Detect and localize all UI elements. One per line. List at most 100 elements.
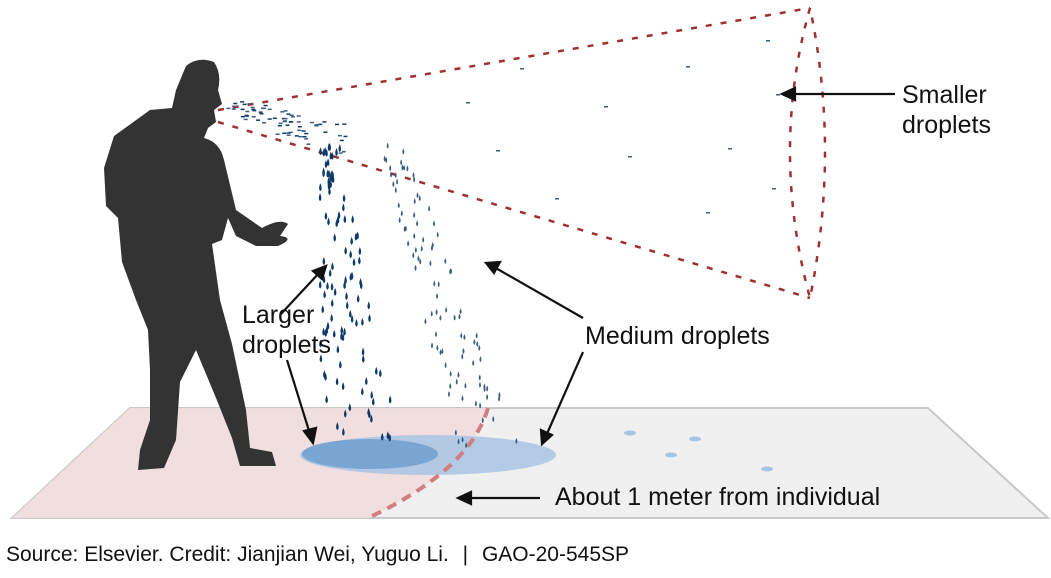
droplet	[380, 432, 384, 441]
medium-droplets-label: Medium droplets	[585, 322, 770, 350]
droplet	[478, 344, 481, 351]
droplet	[350, 236, 353, 245]
small-droplet	[302, 135, 307, 138]
small-droplet	[258, 111, 263, 113]
small-droplet	[240, 108, 245, 111]
droplet	[371, 397, 375, 406]
small-droplet	[277, 124, 282, 127]
droplet	[474, 400, 477, 407]
droplet	[331, 170, 334, 179]
droplet	[324, 372, 327, 381]
droplet	[345, 291, 348, 300]
droplet	[361, 347, 365, 356]
small-droplet	[283, 110, 288, 112]
arrowhead-icon	[455, 490, 473, 506]
droplet	[328, 268, 332, 277]
small-droplet	[285, 124, 290, 126]
droplet	[319, 354, 323, 363]
small-droplet	[240, 101, 245, 103]
droplet	[351, 215, 354, 224]
small-droplet	[251, 116, 256, 118]
distance-label: About 1 meter from individual	[555, 483, 881, 511]
small-droplet	[297, 129, 302, 132]
droplet	[397, 202, 400, 209]
droplet	[359, 281, 363, 290]
droplet	[330, 151, 334, 160]
droplet	[400, 210, 403, 217]
cone-lower-edge	[217, 120, 811, 300]
small-droplet	[286, 113, 291, 115]
droplet	[326, 281, 329, 290]
small-droplet	[240, 115, 245, 118]
droplet	[402, 148, 405, 155]
droplet	[335, 377, 339, 386]
droplet	[436, 344, 439, 351]
droplet	[327, 143, 331, 152]
small-droplet	[245, 110, 250, 113]
droplet	[476, 340, 479, 347]
droplet	[444, 257, 447, 264]
droplet	[473, 338, 476, 345]
droplet	[413, 232, 416, 239]
droplet	[434, 331, 437, 338]
droplet	[355, 318, 358, 327]
droplet	[463, 333, 466, 340]
small-droplet	[314, 124, 319, 127]
small-droplet	[772, 188, 776, 190]
small-droplet	[244, 114, 249, 117]
droplet	[515, 437, 518, 444]
droplet	[431, 342, 434, 349]
small-droplet	[278, 122, 283, 125]
droplet	[318, 193, 322, 202]
annotation-arrows	[279, 86, 895, 506]
small-droplet	[256, 119, 261, 121]
droplet	[436, 293, 439, 300]
small-droplet-pool	[624, 430, 636, 436]
small-droplet	[250, 106, 255, 109]
droplet	[358, 256, 361, 265]
droplet	[419, 258, 422, 265]
droplet	[455, 378, 458, 385]
droplet	[336, 345, 340, 354]
droplet	[327, 169, 331, 178]
droplet	[445, 306, 448, 313]
small-droplet	[294, 135, 299, 137]
small-droplet	[555, 198, 559, 200]
medium-up-arrow	[493, 266, 584, 319]
larger-droplets-label-line2: droplets	[242, 331, 331, 359]
small-droplet	[338, 152, 343, 154]
small-droplet	[306, 143, 311, 145]
droplet	[383, 155, 386, 162]
caption-source: Source: Elsevier. Credit: Jianjian Wei, …	[6, 543, 449, 566]
droplet	[429, 260, 432, 267]
droplet	[465, 442, 468, 449]
arrowhead-icon	[539, 428, 554, 447]
small-droplet	[334, 123, 339, 126]
droplet	[472, 359, 475, 366]
droplet	[335, 148, 338, 157]
droplet	[324, 211, 328, 220]
droplet	[444, 362, 447, 369]
droplet	[352, 258, 356, 267]
droplet	[350, 314, 354, 323]
droplet	[348, 403, 352, 412]
small-droplet	[267, 118, 272, 120]
small-droplet	[342, 123, 347, 125]
small-droplet	[283, 117, 288, 120]
droplet	[412, 172, 415, 179]
droplet	[319, 183, 322, 192]
small-droplet	[298, 135, 303, 138]
droplet	[325, 395, 328, 404]
small-droplet	[231, 105, 236, 108]
droplet	[364, 377, 368, 386]
droplet	[322, 167, 325, 176]
small-droplet	[322, 121, 327, 123]
small-droplet	[243, 118, 248, 121]
small-droplet-pool	[761, 466, 773, 472]
droplet	[407, 240, 410, 247]
larger-down-arrow	[285, 359, 312, 435]
droplets-layer	[226, 40, 780, 449]
small-droplet	[337, 134, 342, 137]
droplet	[433, 280, 436, 287]
droplet	[479, 356, 482, 363]
